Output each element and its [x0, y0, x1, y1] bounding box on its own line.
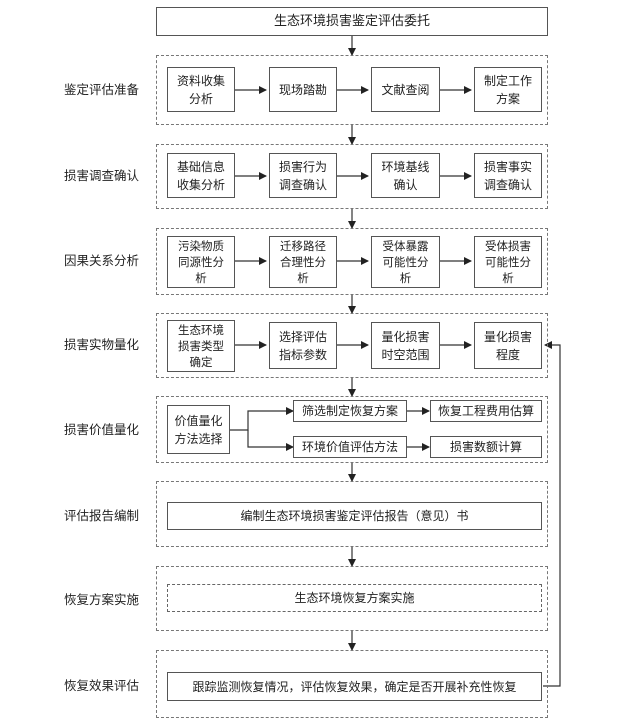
- stage-group-effect-evaluation: [156, 650, 548, 718]
- stage-group-physical-quantification: [156, 313, 548, 378]
- step-damage-amount: 损害数额计算: [430, 436, 542, 458]
- stage-group-preparation: [156, 55, 548, 125]
- step-damage-behavior: 损害行为 调查确认: [269, 153, 337, 198]
- step-receptor-damage: 受体损害 可能性分 析: [474, 236, 542, 288]
- stage-group-value-quantification: [156, 396, 548, 463]
- stage-group-report: [156, 481, 548, 547]
- step-restoration-cost: 恢复工程费用估算: [430, 400, 542, 422]
- step-damage-type: 生态环境 损害类型 确定: [167, 320, 235, 372]
- step-receptor-exposure: 受体暴露 可能性分 析: [371, 236, 440, 288]
- step-damage-degree: 量化损害 程度: [474, 322, 542, 369]
- step-migration-path: 迁移路径 合理性分 析: [269, 236, 337, 288]
- step-literature-review: 文献查阅: [371, 67, 440, 112]
- step-site-survey: 现场踏勘: [269, 67, 337, 112]
- step-basic-info: 基础信息 收集分析: [167, 153, 235, 198]
- stage-group-causality: [156, 228, 548, 295]
- step-pollutant-homology: 污染物质 同源性分 析: [167, 236, 235, 288]
- step-compile-report: 编制生态环境损害鉴定评估报告（意见）书: [167, 502, 542, 530]
- step-data-collection: 资料收集 分析: [167, 67, 235, 112]
- step-indicator-params: 选择评估 指标参数: [269, 322, 337, 369]
- stage-label-physical-quantification: 损害实物量化: [64, 337, 140, 352]
- stage-label-implementation: 恢复方案实施: [64, 592, 140, 607]
- step-implement-restoration: 生态环境恢复方案实施: [167, 584, 542, 612]
- stage-label-effect-evaluation: 恢复效果评估: [64, 678, 140, 693]
- stage-label-value-quantification: 损害价值量化: [64, 422, 140, 437]
- stage-label-report: 评估报告编制: [64, 508, 140, 523]
- step-method-selection: 价值量化 方法选择: [167, 405, 230, 454]
- step-env-value-method: 环境价值评估方法: [293, 436, 407, 458]
- stage-label-preparation: 鉴定评估准备: [64, 82, 140, 97]
- stage-group-implementation: [156, 566, 548, 631]
- step-env-baseline: 环境基线 确认: [371, 153, 440, 198]
- step-screen-restoration-plan: 筛选制定恢复方案: [293, 400, 407, 422]
- step-work-plan: 制定工作 方案: [474, 67, 542, 112]
- commission-box: 生态环境损害鉴定评估委托: [156, 7, 548, 36]
- stage-group-investigation: [156, 144, 548, 209]
- step-damage-fact: 损害事实 调查确认: [474, 153, 542, 198]
- stage-label-investigation: 损害调查确认: [64, 168, 140, 183]
- step-spatiotemporal: 量化损害 时空范围: [371, 322, 440, 369]
- step-track-monitoring: 跟踪监测恢复情况，评估恢复效果，确定是否开展补充性恢复: [167, 672, 542, 701]
- stage-label-causality: 因果关系分析: [64, 253, 140, 268]
